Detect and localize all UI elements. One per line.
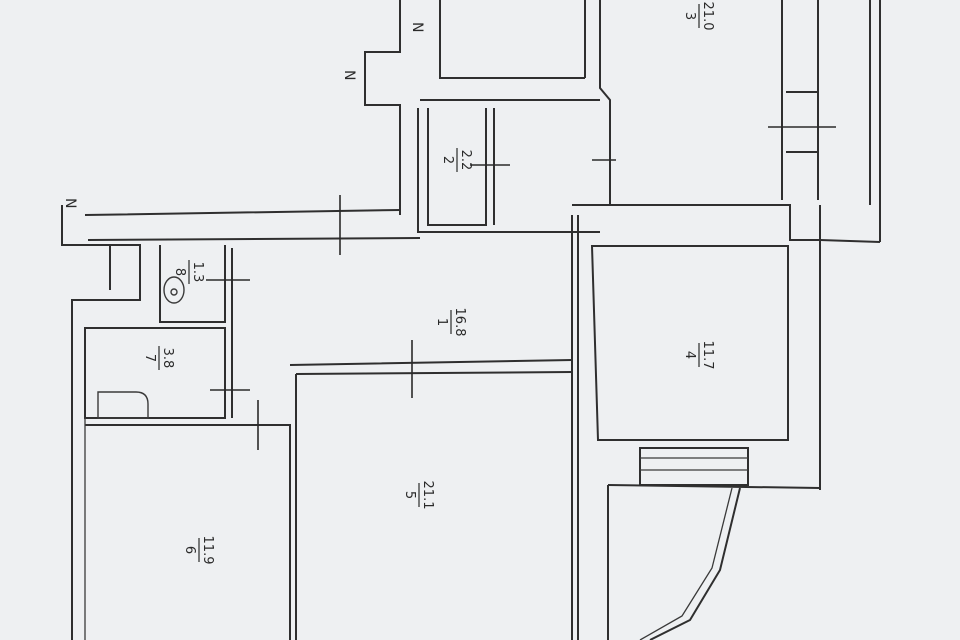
room-label-8: 1.38 <box>172 260 205 284</box>
room-labels: 16.81 2.22 21.03 11.74 21.15 11.96 3.87 1.38 <box>142 2 715 565</box>
room-number-5: 5 <box>402 491 417 499</box>
toilet-icon <box>163 276 185 304</box>
room-area-2: 2.2 <box>458 150 473 171</box>
break-mark-left-corridor: N <box>62 198 78 208</box>
room-label-6: 11.96 <box>182 536 215 565</box>
room-number-3: 3 <box>682 12 697 20</box>
fixtures <box>97 276 185 419</box>
room-area-8: 1.3 <box>190 262 205 283</box>
room-area-4: 11.7 <box>700 341 715 370</box>
room-label-4: 11.74 <box>682 341 715 370</box>
room-number-7: 7 <box>142 354 157 362</box>
break-marks: N N N <box>62 22 425 208</box>
room-area-5: 21.1 <box>420 481 435 510</box>
room-label-1: 16.81 <box>434 308 467 337</box>
break-mark-left-stair: N <box>341 70 357 80</box>
room-label-7: 3.87 <box>142 346 175 370</box>
door-ticks <box>206 126 836 450</box>
room-label-5: 21.15 <box>402 481 435 510</box>
room-number-1: 1 <box>434 318 449 326</box>
room-area-1: 16.8 <box>452 308 467 337</box>
room-area-6: 11.9 <box>200 536 215 565</box>
room-number-6: 6 <box>182 546 197 554</box>
room-number-2: 2 <box>440 156 455 164</box>
walls <box>61 0 881 640</box>
room-number-4: 4 <box>682 351 697 359</box>
bathtub-icon <box>97 391 149 419</box>
room-label-2: 2.22 <box>440 148 473 172</box>
room-label-3: 21.03 <box>682 2 715 31</box>
room-area-7: 3.8 <box>160 348 175 369</box>
room-number-8: 8 <box>172 268 187 276</box>
room-area-3: 21.0 <box>700 2 715 31</box>
break-mark-top: N <box>409 22 425 32</box>
